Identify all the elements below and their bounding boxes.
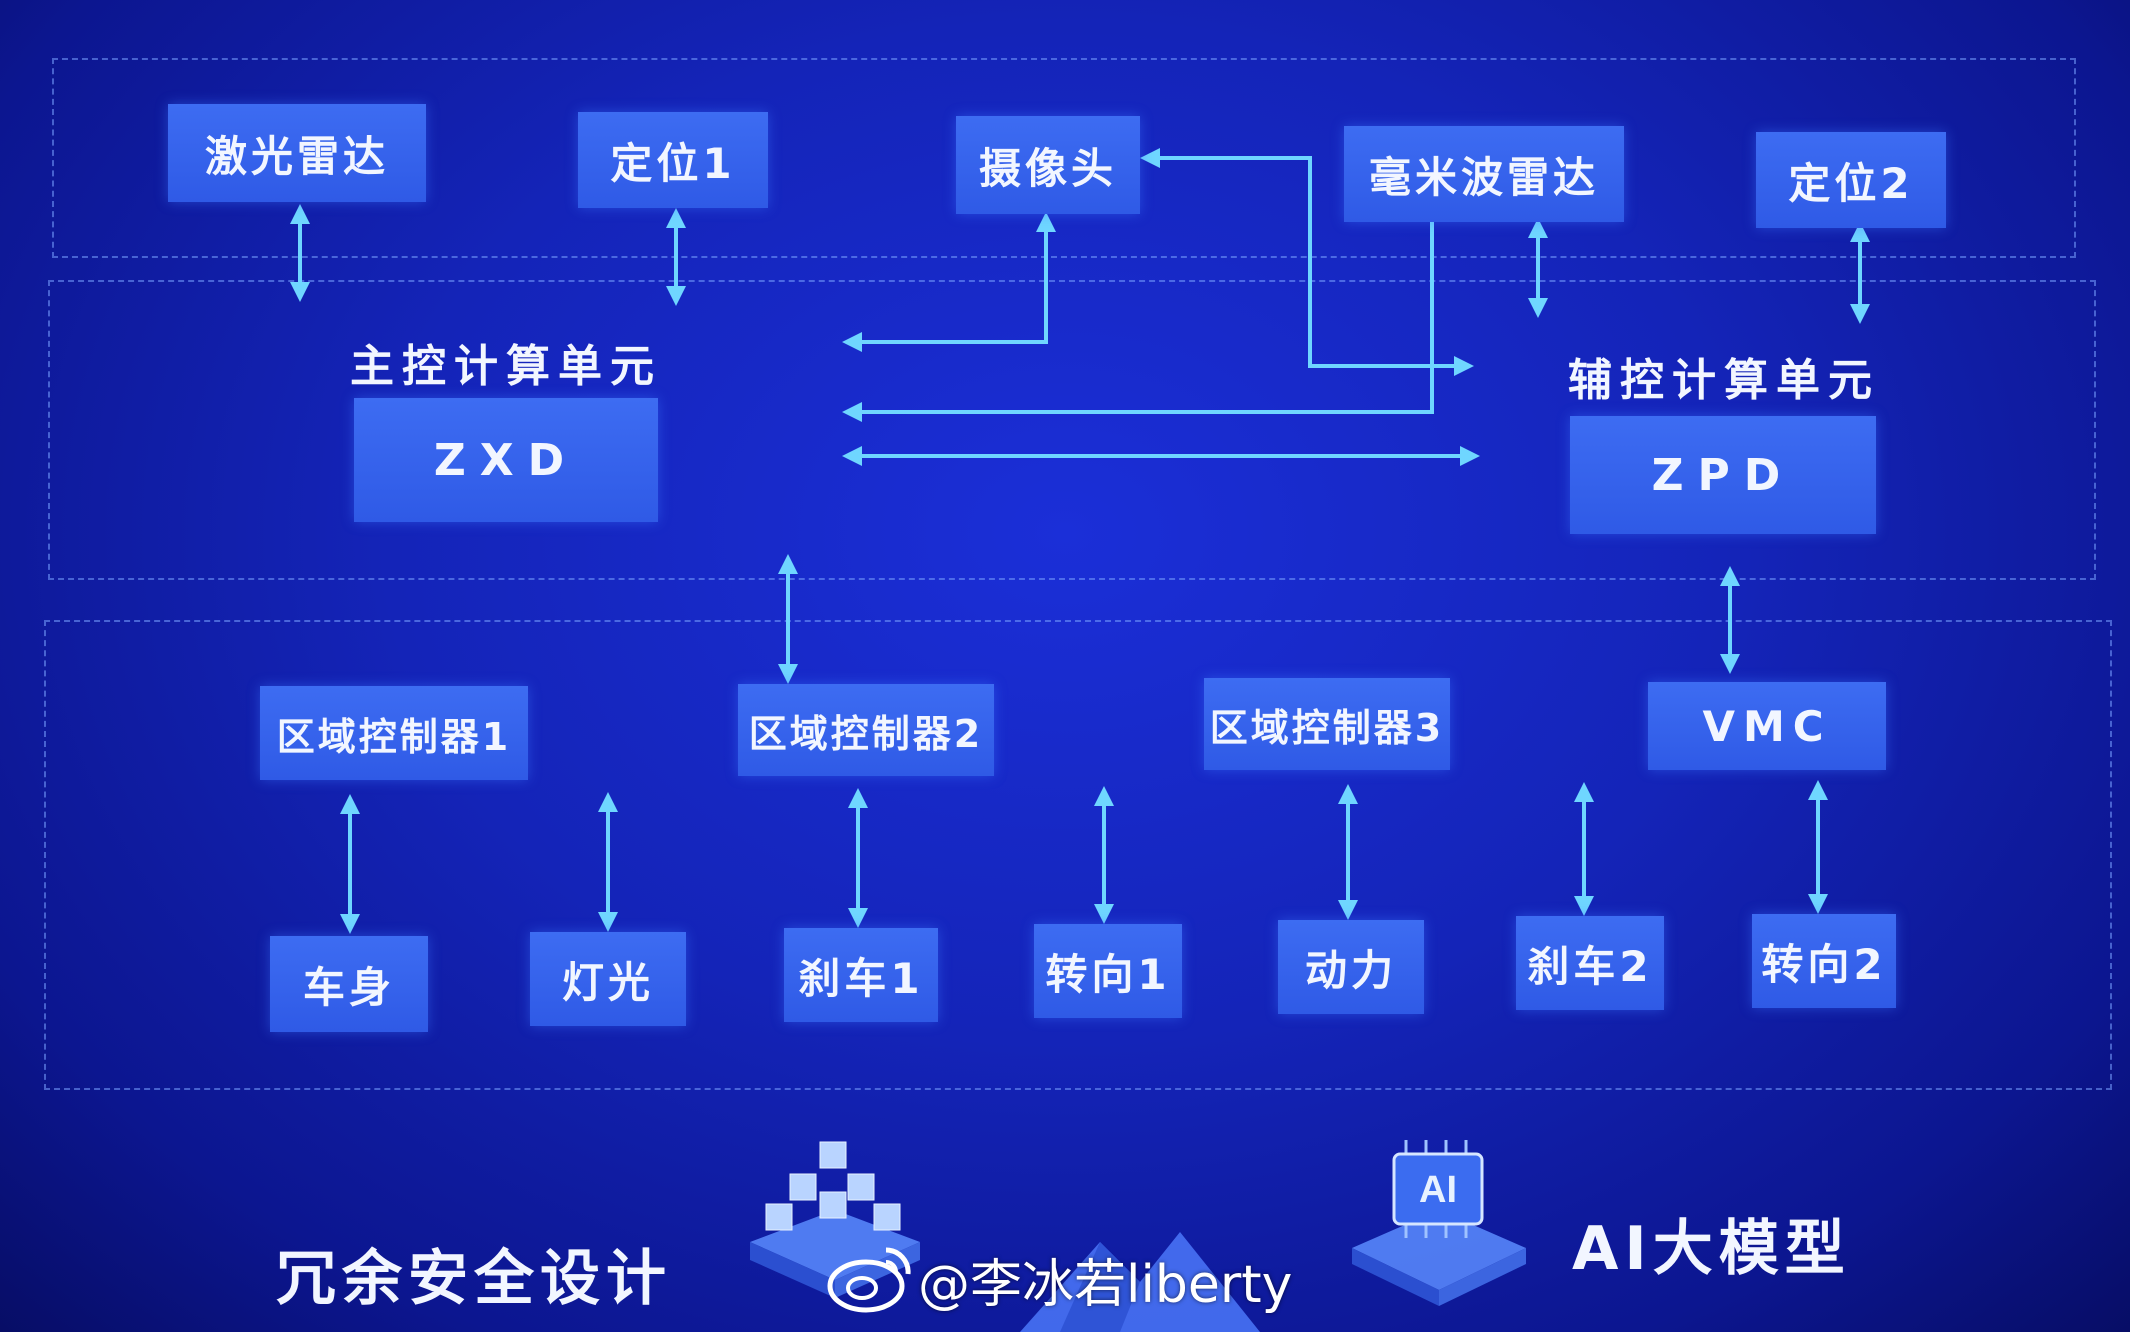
- cube-stack-icon: [750, 1141, 920, 1298]
- mmwave-radar-label: 毫米波雷达: [1368, 152, 1599, 202]
- zone-controller-2-label: 区域控制器2: [748, 711, 984, 756]
- brake2-label: 刹车2: [1527, 941, 1653, 991]
- main-unit-title: 主控计算单元: [350, 341, 662, 392]
- camera-label: 摄像头: [978, 143, 1117, 193]
- brake2-box: 刹车2: [1516, 916, 1664, 1010]
- steer1-box: 转向1: [1034, 924, 1182, 1018]
- mmwave-radar-box: 毫米波雷达: [1344, 126, 1624, 222]
- lights-box: 灯光: [530, 932, 686, 1026]
- power-box: 动力: [1278, 920, 1424, 1014]
- zxd-chip-box: ZXD: [354, 398, 658, 522]
- positioning1-label: 定位1: [610, 138, 736, 188]
- mmwave-to-main-link: [842, 220, 1434, 422]
- weibo-logo-icon: [827, 1247, 911, 1313]
- steer2-box: 转向2: [1752, 914, 1896, 1008]
- zxd-chip-label: ZXD: [433, 434, 579, 486]
- positioning2-box: 定位2: [1756, 132, 1946, 228]
- zone-controller-3-label: 区域控制器3: [1209, 705, 1445, 750]
- aux-unit-title: 辅控计算单元: [1568, 355, 1880, 406]
- body-box: 车身: [270, 936, 428, 1032]
- watermark-text: @李冰若liberty: [918, 1255, 1293, 1315]
- zone-controller-1-box: 区域控制器1: [260, 686, 528, 780]
- zone-controller-3-box: 区域控制器3: [1204, 678, 1450, 770]
- brake1-label: 刹车1: [798, 953, 924, 1003]
- sensor-group-frame: [52, 58, 2076, 258]
- brake1-box: 刹车1: [784, 928, 938, 1022]
- lidar-label: 激光雷达: [204, 131, 389, 181]
- body-label: 车身: [302, 962, 395, 1012]
- camera-to-main-link: [842, 212, 1056, 352]
- camera-to-aux-link: [1140, 148, 1474, 376]
- ai-chip-icon: AI: [1352, 1140, 1526, 1306]
- lights-label: 灯光: [561, 957, 654, 1007]
- ai-badge-text: AI: [1419, 1169, 1457, 1211]
- positioning1-box: 定位1: [578, 112, 768, 208]
- steer1-label: 转向1: [1045, 949, 1171, 999]
- redundancy-design-title: 冗余安全设计: [276, 1244, 672, 1314]
- vmc-label: VMC: [1702, 701, 1832, 751]
- zone-controller-1-label: 区域控制器1: [276, 714, 512, 759]
- ai-model-title: AI大模型: [1572, 1214, 1851, 1284]
- compute-group-frame: [48, 280, 2096, 580]
- zpd-chip-label: ZPD: [1651, 449, 1795, 501]
- vmc-box: VMC: [1648, 682, 1886, 770]
- control-group-frame: [44, 620, 2112, 1090]
- camera-box: 摄像头: [956, 116, 1140, 214]
- power-label: 动力: [1304, 945, 1397, 995]
- zpd-chip-box: ZPD: [1570, 416, 1876, 534]
- steer2-label: 转向2: [1761, 939, 1887, 989]
- mountain-icon: [1020, 1232, 1260, 1332]
- positioning2-label: 定位2: [1788, 158, 1914, 208]
- lidar-box: 激光雷达: [168, 104, 426, 202]
- zone-controller-2-box: 区域控制器2: [738, 684, 994, 776]
